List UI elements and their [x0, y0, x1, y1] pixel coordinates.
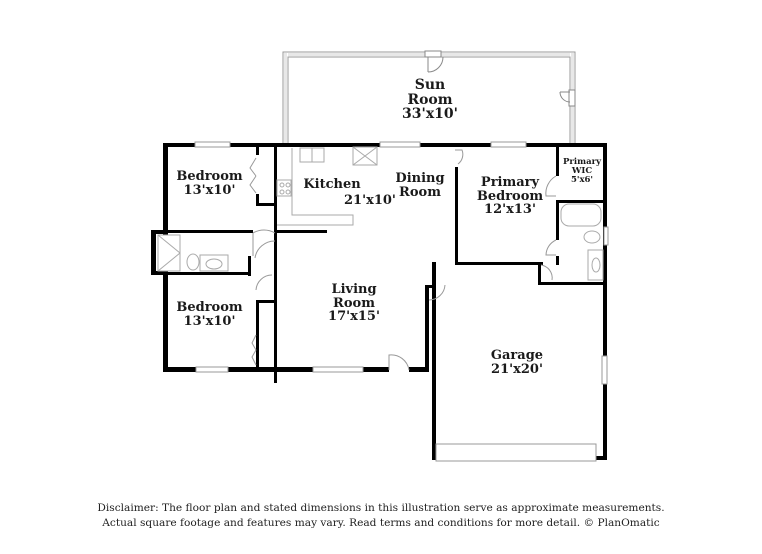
- room-label-primary-wic: Primary WIC 5'x6': [562, 157, 602, 185]
- kitchen-fixtures: [276, 146, 378, 226]
- sun-room-door-right: [559, 89, 576, 107]
- room-label-living-room: Living Room 17'x15': [328, 282, 380, 325]
- windows: [194, 141, 609, 462]
- room-label-bedroom-lower: Bedroom 13'x10': [176, 300, 243, 329]
- door-swings: [249, 149, 557, 371]
- bath-fixtures: [157, 203, 604, 281]
- sun-room-door-top: [424, 50, 444, 73]
- room-label-dining-room: Dining Room: [395, 171, 445, 200]
- room-label-kitchen-dims: 21'x10': [344, 193, 396, 208]
- disclaimer: Disclaimer: The floor plan and stated di…: [0, 501, 762, 531]
- room-label-bedroom-upper: Bedroom 13'x10': [176, 169, 243, 198]
- disclaimer-line-2: Actual square footage and features may v…: [102, 517, 660, 529]
- room-label-garage: Garage 21'x20': [490, 348, 544, 377]
- room-label-kitchen: Kitchen: [303, 177, 361, 192]
- room-label-sun-room: Sun Room 33'x10': [402, 77, 458, 123]
- room-label-primary-bedroom: Primary Bedroom 12'x13': [476, 175, 544, 218]
- disclaimer-line-1: Disclaimer: The floor plan and stated di…: [97, 502, 665, 514]
